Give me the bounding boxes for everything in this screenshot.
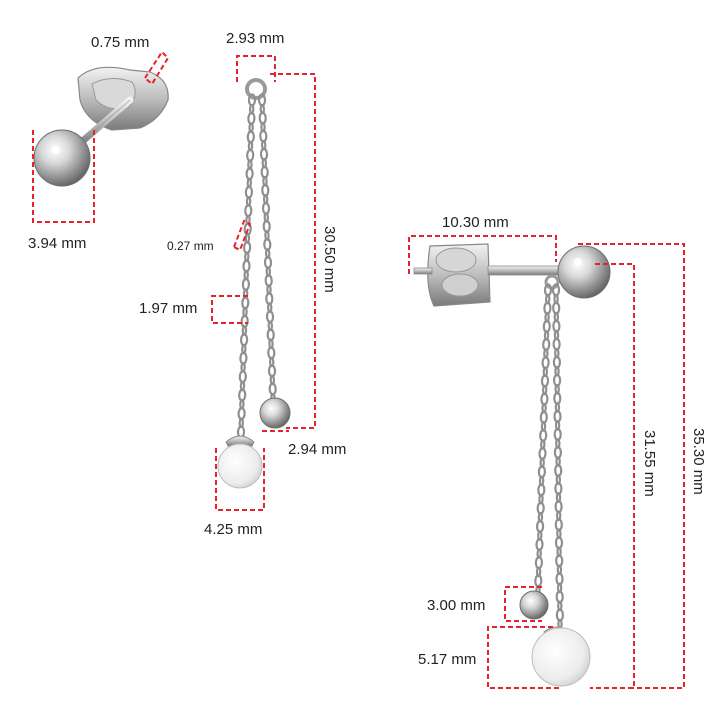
side-pearl <box>531 627 591 687</box>
dim-ball-diameter-small <box>32 130 95 223</box>
side-small-bead <box>519 590 549 620</box>
side-post <box>487 265 561 276</box>
dim-link-length <box>211 295 248 324</box>
pearl-small <box>217 443 263 489</box>
stud-ball <box>33 129 91 187</box>
small-bead <box>259 397 291 429</box>
side-ball <box>557 245 611 299</box>
chain-right <box>257 93 277 404</box>
dim-pearl-height <box>487 626 560 689</box>
dim-chain-length <box>270 73 316 429</box>
dim-backing-width <box>408 235 557 274</box>
dim-chain-wire <box>232 219 252 252</box>
dim-drop-length <box>590 263 635 689</box>
label-small-bead: 2.94 mm <box>288 441 346 458</box>
dim-top-loop-width <box>236 55 276 82</box>
label-top-loop-width: 2.93 mm <box>226 30 284 47</box>
label-pearl-height: 5.17 mm <box>418 651 476 668</box>
label-link-length: 1.97 mm <box>139 300 197 317</box>
label-chain-length: 30.50 mm <box>321 226 338 293</box>
chain-left <box>236 93 257 439</box>
dim-bead-height <box>504 586 542 622</box>
stud-earring <box>32 50 170 223</box>
top-loop <box>245 78 267 100</box>
label-chain-wire: 0.27 mm <box>167 239 214 253</box>
label-pearl-width: 4.25 mm <box>204 521 262 538</box>
side-view-earring <box>408 235 685 689</box>
pearl-cap <box>225 435 255 447</box>
dim-pearl-width <box>215 448 265 511</box>
dangle-earring <box>211 55 316 511</box>
dim-total-length <box>578 243 685 689</box>
label-bead-height: 3.00 mm <box>427 597 485 614</box>
label-post-diameter: 0.75 mm <box>91 34 149 51</box>
side-chain-right <box>551 283 565 630</box>
side-chain-left <box>534 283 553 596</box>
label-drop-length: 31.55 mm <box>641 430 658 497</box>
label-backing-width: 10.30 mm <box>442 214 509 231</box>
dim-post-diameter <box>143 50 170 86</box>
label-total-length: 35.30 mm <box>690 428 707 495</box>
label-ball-diameter-small: 3.94 mm <box>28 235 86 252</box>
